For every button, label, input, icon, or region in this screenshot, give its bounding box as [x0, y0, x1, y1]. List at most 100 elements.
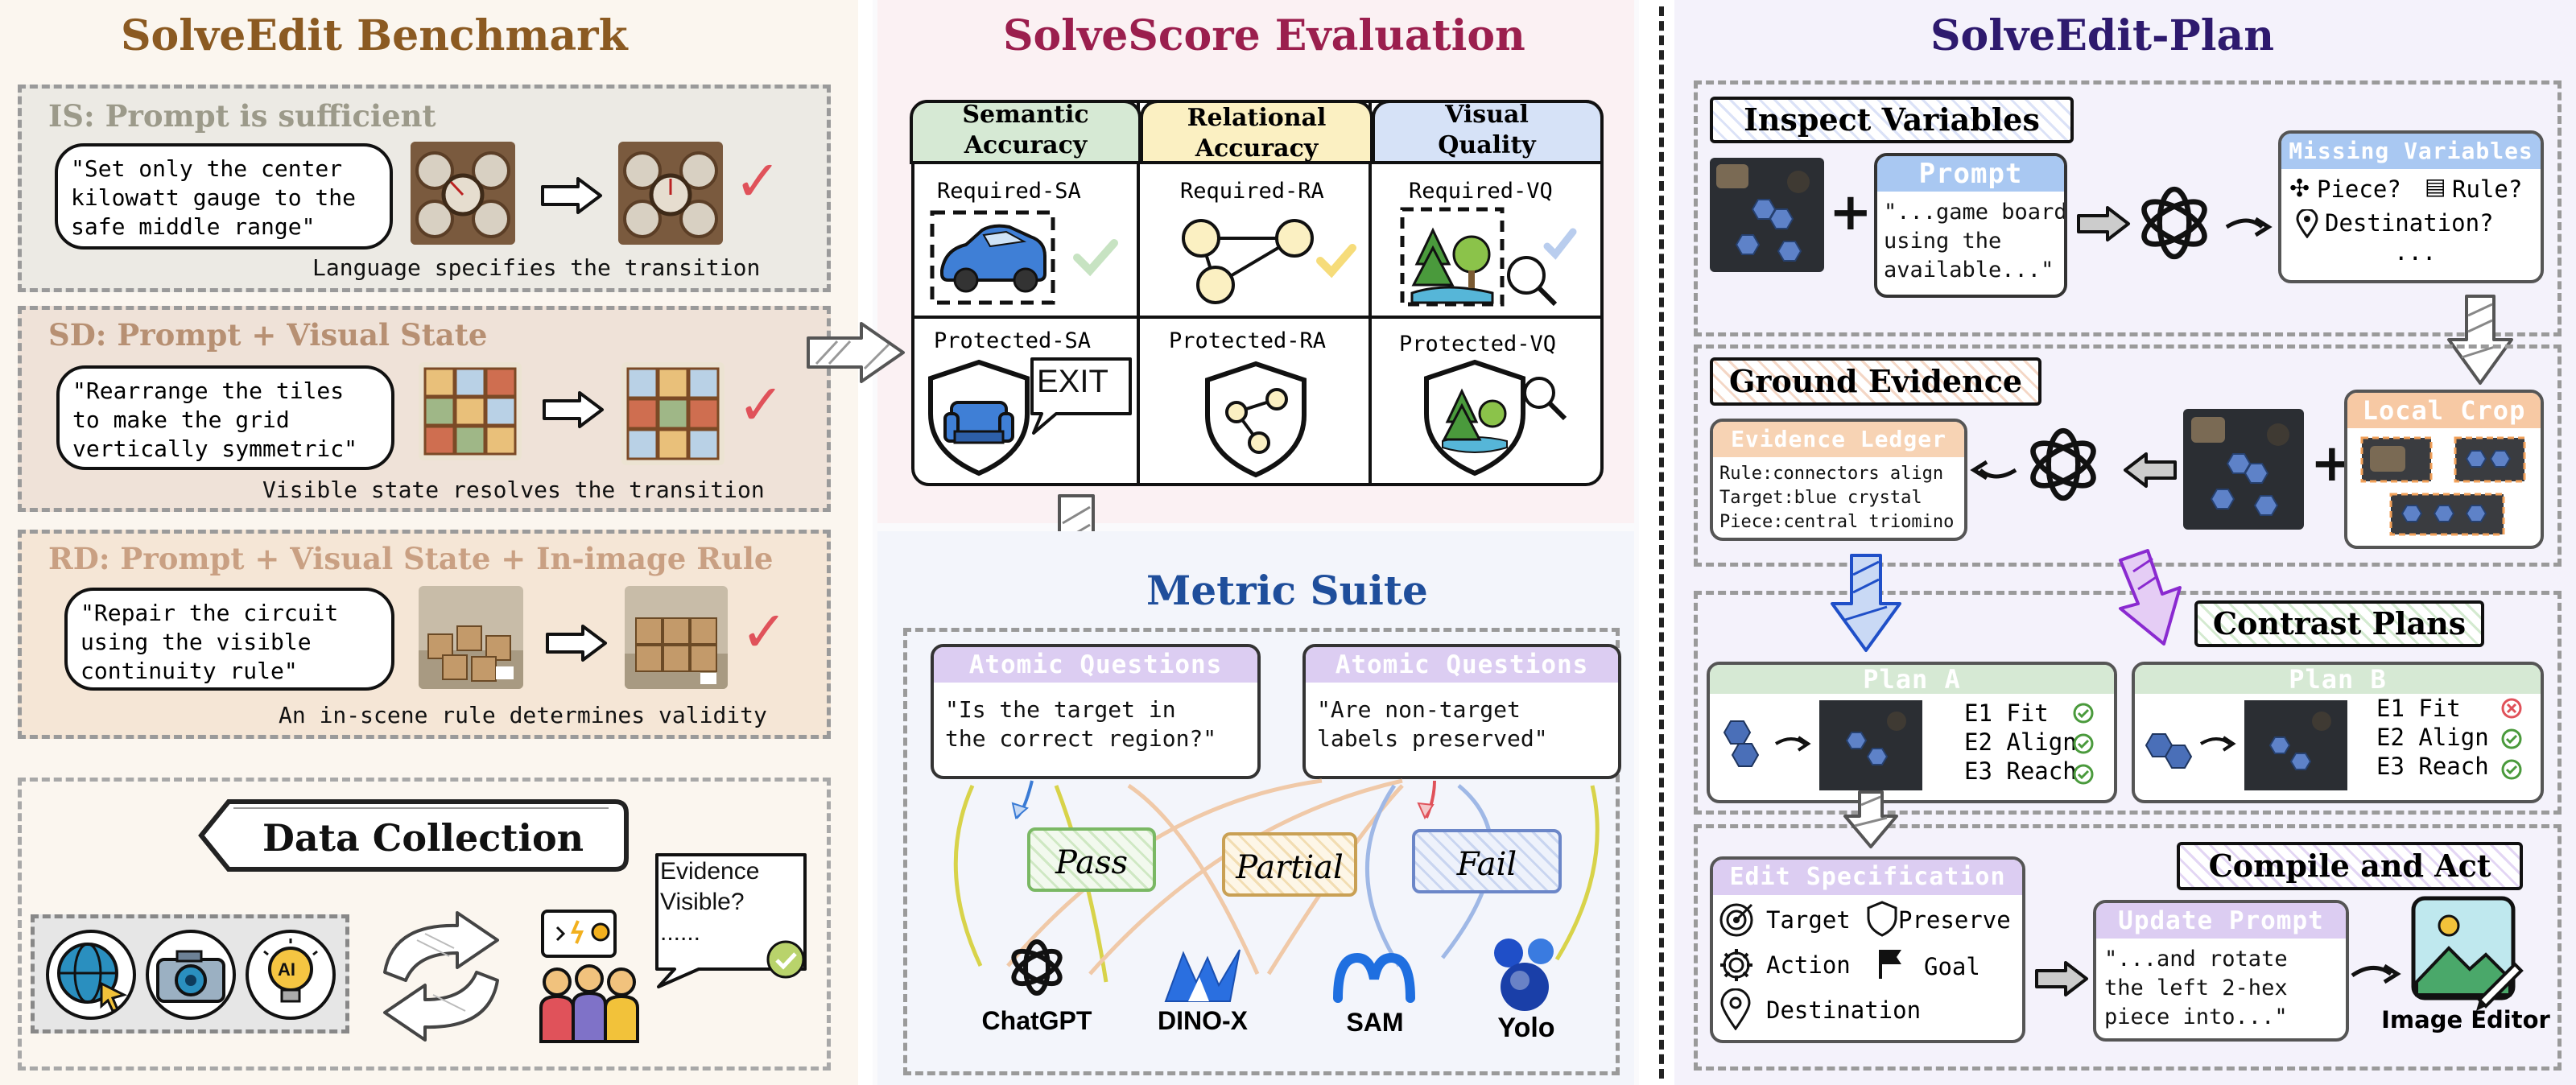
- spec-action: Action: [1766, 951, 1851, 979]
- puzzle-icon: ✣: [2289, 175, 2310, 203]
- plan-b-header: Plan B: [2135, 665, 2541, 694]
- spec-preserve: Preserve: [1898, 906, 2011, 934]
- inspect-box: [1694, 80, 2562, 336]
- level-rd-output-image: [625, 586, 728, 689]
- table-divider: [913, 316, 1602, 319]
- required-vq-label: Required-VQ: [1409, 179, 1553, 204]
- image-editor-icon: [2409, 893, 2528, 1017]
- sa-header-bg: [910, 100, 1141, 164]
- data-collection-banner: [196, 797, 631, 877]
- compile-box: [1694, 824, 2562, 1071]
- ai-bulb-icon: [243, 927, 338, 1025]
- sa-column: [913, 101, 1140, 485]
- arrow-right-icon: [2223, 211, 2275, 246]
- data-collection-box: [18, 778, 831, 1071]
- arrow-right-icon: [2075, 204, 2132, 246]
- compile-title: Compile and Act: [2177, 842, 2523, 890]
- update-prompt-card: Update Prompt "...and rotate the left 2-…: [2093, 900, 2349, 1042]
- arrow-left-icon: [1967, 454, 2019, 489]
- target-icon: [1718, 901, 1755, 942]
- cycle-arrows-icon: [361, 908, 522, 1048]
- plan-a-check-2: E2 Align: [1964, 728, 2077, 756]
- arrow-right-icon: [2349, 958, 2410, 993]
- evidence-ledger-card: Evidence Ledger Rule:connectors align Ta…: [1710, 419, 1967, 541]
- contrast-box: [1694, 591, 2562, 815]
- benchmark-title: SolveEdit Benchmark: [121, 11, 628, 60]
- plan-b-visual: [2138, 697, 2363, 802]
- relation-graph-icon: [1159, 206, 1368, 314]
- missing-variables-card: Missing Variables: [2278, 130, 2544, 283]
- gear-icon: [1718, 947, 1755, 987]
- level-is-output-image: [618, 142, 723, 245]
- level-rd-caption: An in-scene rule determines validity: [279, 702, 767, 728]
- yolo-label: Yolo: [1497, 1013, 1555, 1043]
- check-mark-icon: ✓: [741, 599, 788, 665]
- missing-variables-header: Missing Variables: [2281, 134, 2541, 169]
- location-pin-icon: [1719, 988, 1752, 1033]
- game-board-image: [2183, 409, 2304, 530]
- arrow-right-icon: [2033, 959, 2090, 1001]
- edit-spec-header: Edit Specification: [1713, 860, 2022, 895]
- sam-logo-icon: [1330, 950, 1418, 1009]
- check-mark-icon: ✓: [737, 372, 785, 438]
- contrast-title: Contrast Plans: [2194, 600, 2484, 647]
- arrow-left-icon: [2122, 451, 2178, 493]
- sa-header: Semantic Accuracy: [962, 101, 1089, 159]
- arrow-right-icon: [544, 623, 609, 666]
- missing-rule: Rule?: [2452, 175, 2523, 203]
- yolo-logo-icon: [1488, 934, 1560, 1017]
- chatgpt-logo-icon: [2019, 420, 2107, 512]
- dinox-logo-icon: [1159, 945, 1248, 1013]
- check-mark-icon: ✓: [734, 148, 782, 214]
- check-circle-icon: [765, 939, 807, 984]
- plan-a-header: Plan A: [1710, 665, 2114, 694]
- arrow-right-icon: [539, 175, 604, 219]
- ra-header: Relational Accuracy: [1187, 104, 1327, 163]
- scene-quality-icon: [1397, 206, 1599, 317]
- blue-down-arrow-icon: [1826, 551, 1906, 658]
- atomic-question-header: Atomic Questions: [934, 647, 1257, 683]
- down-arrow-icon: [1840, 789, 1901, 853]
- plan-title: SolveEdit-Plan: [1930, 11, 2274, 60]
- column-separator: [1659, 6, 1664, 1079]
- game-board-image: [1710, 158, 1824, 272]
- spec-goal: Goal: [1924, 953, 1980, 980]
- edit-spec-card: Edit Specification: [1710, 856, 2025, 1043]
- plan-a-visual: [1715, 697, 1940, 802]
- missing-piece: Piece?: [2317, 175, 2401, 203]
- level-sd-input-image: [419, 362, 522, 460]
- clipboard-icon: ▤: [2425, 173, 2446, 200]
- chatgpt-logo-icon: [2130, 179, 2219, 270]
- plan-b-checks: E1 Fit E2 Align E3 Reach: [2376, 694, 2489, 781]
- camera-icon: [143, 927, 238, 1025]
- crop-image: [2359, 435, 2529, 541]
- prompt-card: Prompt "...game board using the availabl…: [1874, 153, 2067, 298]
- vq-header-bg: [1372, 100, 1604, 164]
- spec-target: Target: [1766, 906, 1851, 934]
- evaluation-title: SolveScore Evaluation: [1003, 11, 1525, 60]
- atomic-question-text: "Is the target in the correct region?": [945, 696, 1217, 752]
- image-editor-label: Image Editor: [2381, 1006, 2550, 1033]
- vq-header: Visual Quality: [1438, 101, 1536, 159]
- level-rd-prompt: "Repair the circuit using the visible co…: [64, 588, 394, 691]
- update-prompt-text: "...and rotate the left 2-hex piece into…: [2104, 947, 2288, 1029]
- plan-a-status-icons: [2070, 702, 2096, 795]
- prompt-card-header: Prompt: [1877, 156, 2064, 192]
- shield-scene-icon: [1418, 357, 1579, 481]
- level-is-input-image: [411, 142, 515, 245]
- sam-label: SAM: [1346, 1008, 1404, 1037]
- plus-icon: +: [1829, 183, 1872, 242]
- exit-sign-text: EXIT: [1037, 364, 1108, 399]
- dinox-label: DINO-X: [1158, 1006, 1248, 1035]
- outcome-pass: Pass: [1027, 827, 1156, 892]
- inspect-title: Inspect Variables: [1710, 97, 2074, 143]
- prompt-card-text: "...game board using the available...": [1884, 200, 2067, 283]
- plan-a-check-3: E3 Reach: [1964, 757, 2077, 785]
- metric-suite-title: Metric Suite: [1146, 567, 1428, 614]
- globe-cursor-icon: [43, 927, 138, 1025]
- outcome-partial: Partial: [1222, 832, 1357, 897]
- evidence-ledger-text: Rule:connectors align Target:blue crysta…: [1719, 464, 1955, 532]
- data-collection-title: Data Collection: [262, 816, 584, 860]
- ai-bulb-label: AI: [278, 959, 295, 980]
- atomic-question-text: "Are non-target labels preserved": [1317, 696, 1548, 752]
